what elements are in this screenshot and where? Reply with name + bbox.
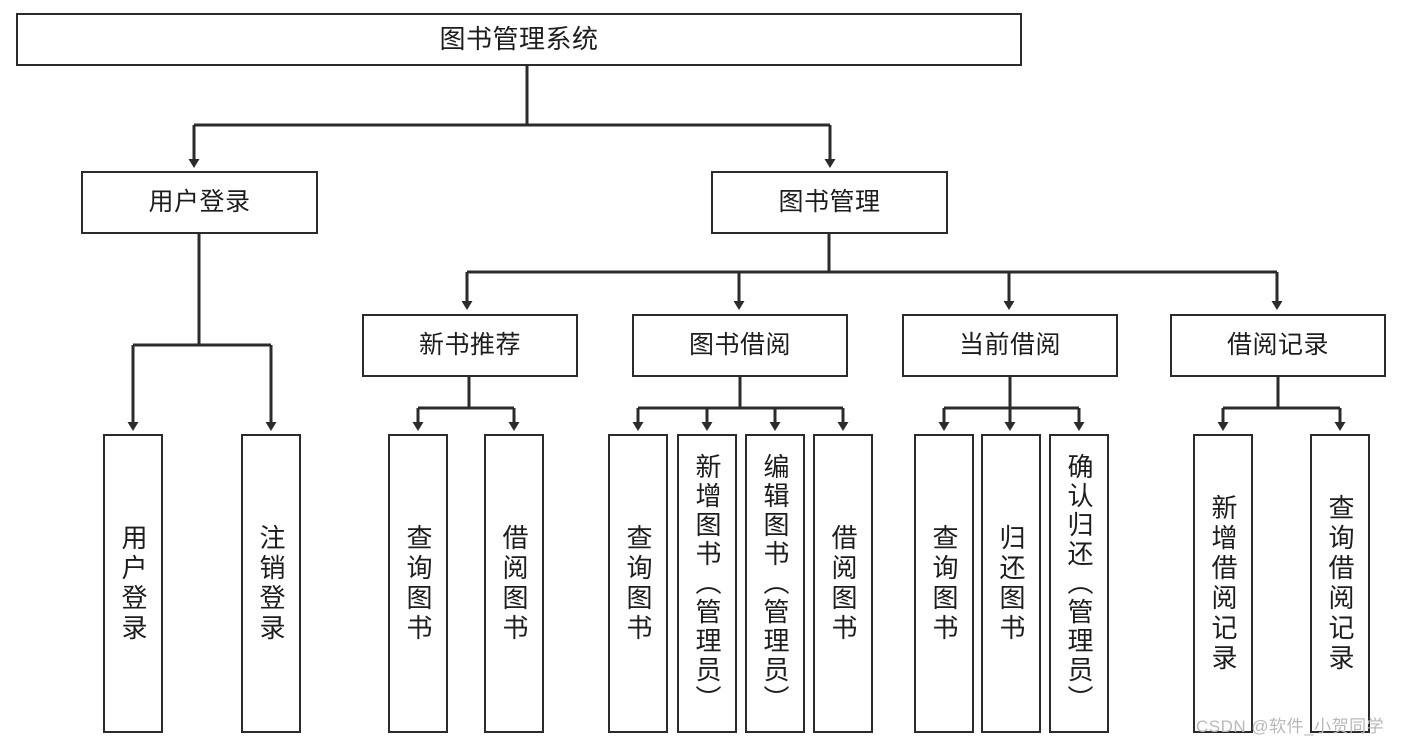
node-label: 查询借阅记录 [1325,493,1355,674]
node-leaf-query-book-current[interactable]: 查询图书 [914,434,974,733]
node-book-borrow[interactable]: 图书借阅 [632,314,848,377]
node-label: 借阅图书 [828,523,858,644]
node-label: 借阅记录 [1226,331,1329,359]
node-label: 查询图书 [929,523,959,644]
node-leaf-return-book[interactable]: 归还图书 [981,434,1041,733]
node-label: 借阅图书 [499,523,529,644]
node-leaf-add-book-admin[interactable]: 新增图书（管理员） [677,434,737,733]
node-leaf-logout-login[interactable]: 注销登录 [241,434,301,733]
node-label: 图书管理系统 [439,24,599,55]
node-label: 新增借阅记录 [1208,493,1238,674]
node-root-system[interactable]: 图书管理系统 [16,13,1022,66]
node-label: 新增图书（管理员） [692,453,722,714]
node-label: 图书管理 [778,188,881,216]
node-leaf-edit-book-admin[interactable]: 编辑图书（管理员） [745,434,805,733]
node-label: 当前借阅 [958,331,1061,359]
node-label: 用户登录 [148,188,251,216]
node-label: 新书推荐 [418,331,521,359]
node-label: 查询图书 [403,523,433,644]
node-leaf-user-login[interactable]: 用户登录 [103,434,163,733]
node-label: 用户登录 [118,523,148,644]
node-label: 归还图书 [996,523,1026,644]
node-label: 确认归还（管理员） [1064,453,1094,714]
node-label: 注销登录 [256,523,286,644]
node-leaf-query-book-borrow[interactable]: 查询图书 [608,434,668,733]
node-label: 图书借阅 [688,331,791,359]
node-current-borrow[interactable]: 当前借阅 [902,314,1118,377]
node-leaf-confirm-return-admin[interactable]: 确认归还（管理员） [1049,434,1109,733]
node-user-login[interactable]: 用户登录 [81,171,318,234]
node-leaf-query-book-recommend[interactable]: 查询图书 [388,434,448,733]
node-leaf-add-borrow-record[interactable]: 新增借阅记录 [1193,434,1253,733]
node-book-management[interactable]: 图书管理 [711,171,948,234]
node-leaf-borrow-book-recommend[interactable]: 借阅图书 [484,434,544,733]
node-label: 编辑图书（管理员） [760,453,790,714]
node-new-book-recommend[interactable]: 新书推荐 [362,314,578,377]
node-leaf-query-borrow-record[interactable]: 查询借阅记录 [1310,434,1370,733]
node-borrow-record[interactable]: 借阅记录 [1170,314,1386,377]
node-leaf-borrow-book[interactable]: 借阅图书 [813,434,873,733]
watermark-text: CSDN @软件_小贺同学 [1196,717,1385,736]
node-label: 查询图书 [623,523,653,644]
